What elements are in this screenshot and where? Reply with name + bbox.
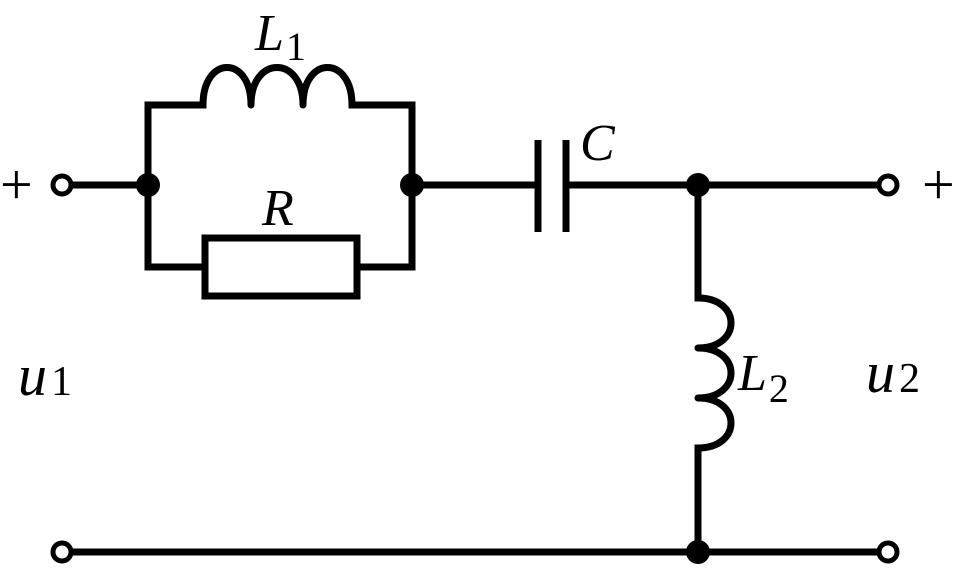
inductor-l1-label: L1 — [254, 5, 306, 69]
output-voltage-subscript: 2 — [899, 356, 920, 402]
resistor-label: R — [261, 180, 294, 237]
input-voltage-symbol: u — [18, 343, 47, 408]
junction-node-ground — [686, 540, 710, 564]
inductor-l2-symbol: L — [737, 345, 767, 402]
inductor-l1-coil — [199, 64, 356, 109]
output-voltage-symbol: u — [866, 340, 895, 405]
terminal-input-bottom — [50, 540, 74, 564]
wires — [60, 101, 889, 556]
terminal-input-top — [50, 173, 74, 197]
input-plus-sign: + — [0, 152, 33, 217]
inductor-l2-label: L2 — [737, 345, 789, 411]
inductor-l1-subscript: 1 — [286, 24, 306, 69]
output-plus-sign: + — [922, 152, 955, 217]
terminal-output-bottom — [876, 540, 900, 564]
inductor-l2-coil — [694, 294, 735, 452]
inductor-l2-subscript: 2 — [769, 366, 789, 411]
capacitor-c — [534, 140, 570, 232]
junction-node-output — [686, 173, 710, 197]
resistor-body — [201, 234, 361, 300]
junction-nodes — [136, 173, 710, 564]
junction-node-left — [136, 173, 160, 197]
inductor-l1-symbol: L — [254, 5, 284, 62]
input-voltage-label: u1 — [18, 343, 72, 408]
input-voltage-subscript: 1 — [51, 359, 72, 405]
capacitor-label: C — [580, 115, 616, 172]
output-voltage-label: u2 — [866, 340, 920, 405]
junction-node-right — [400, 173, 424, 197]
terminals — [50, 173, 900, 564]
terminal-output-top — [876, 173, 900, 197]
